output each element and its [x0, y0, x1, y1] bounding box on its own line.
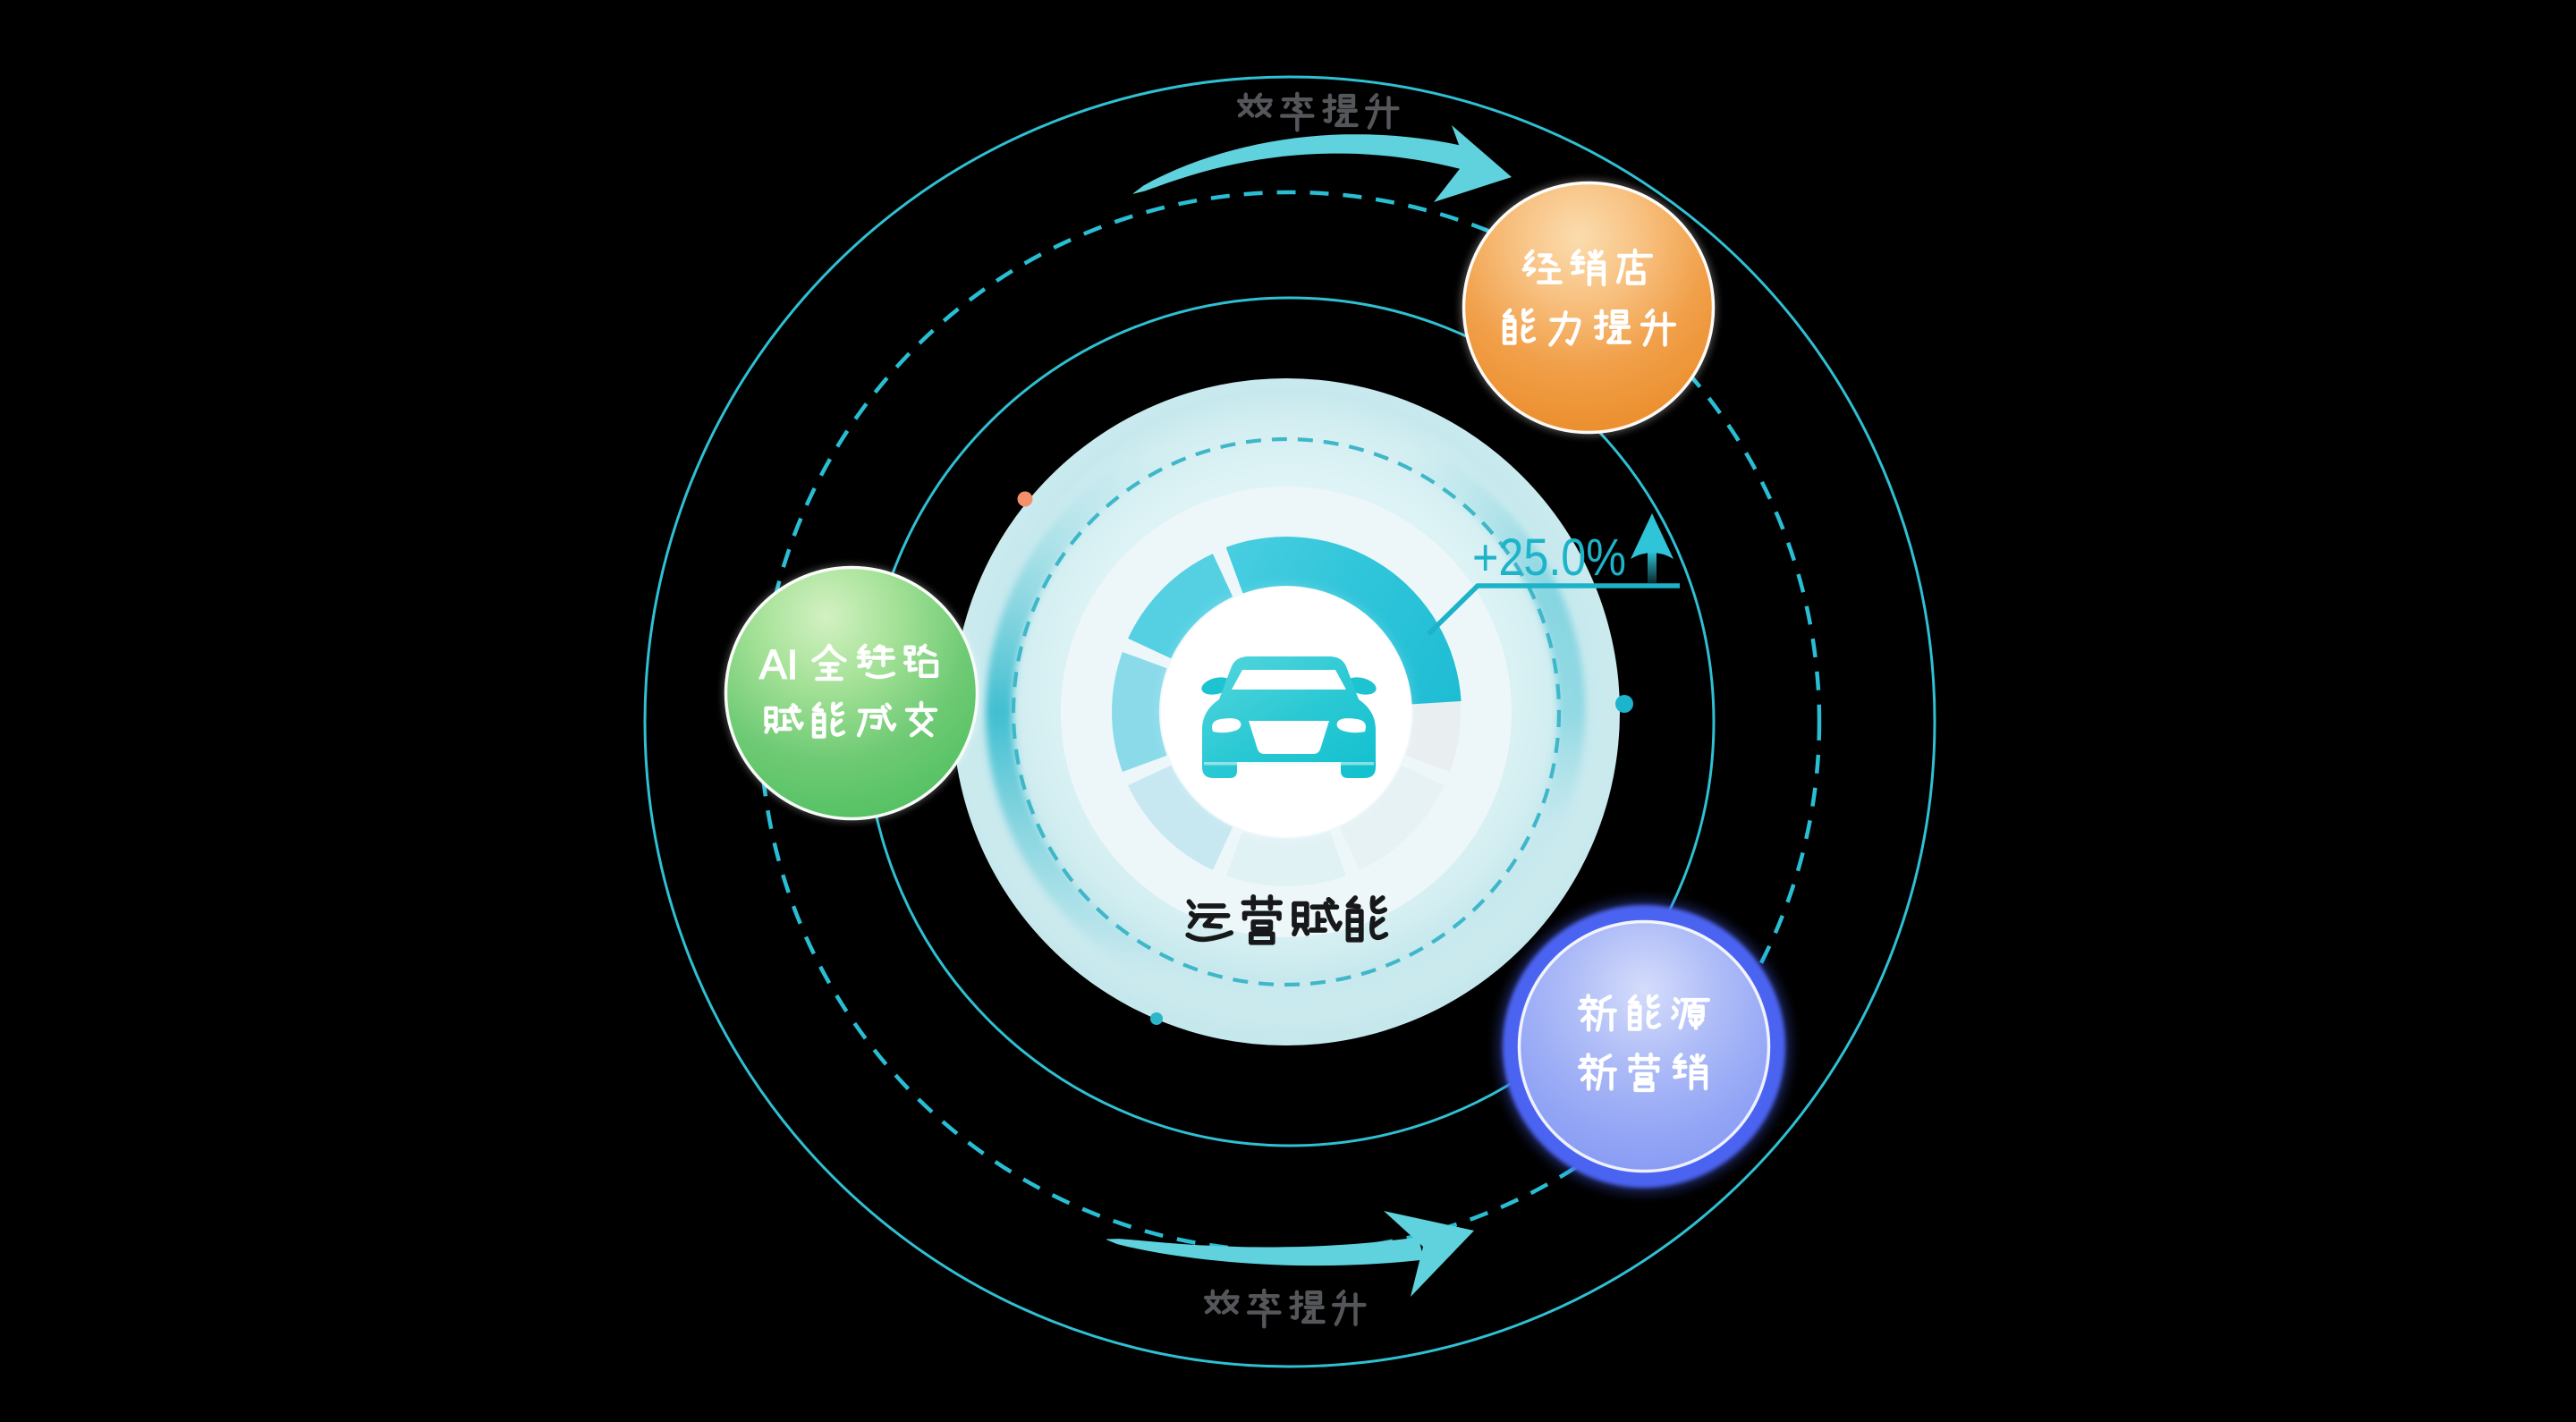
svg-text:AI: AI: [759, 641, 798, 688]
svg-text:+25.0%: +25.0%: [1472, 529, 1626, 587]
